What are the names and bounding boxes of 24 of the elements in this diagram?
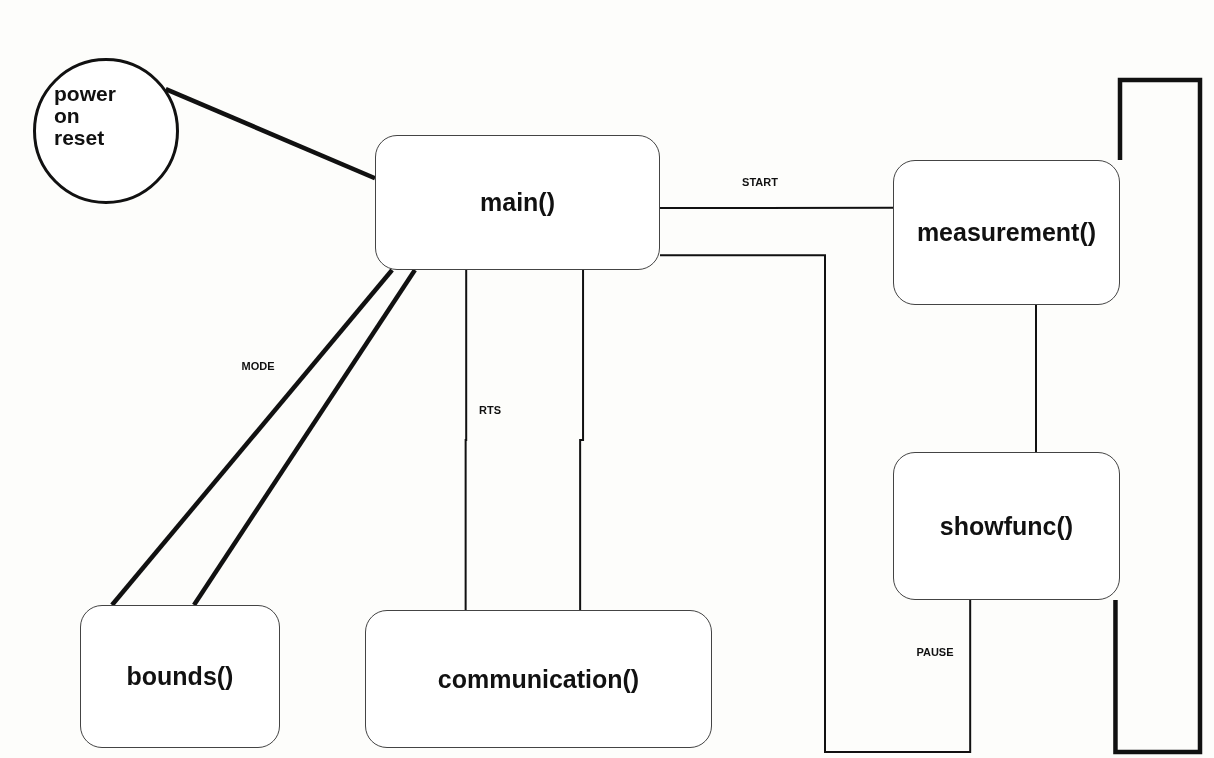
connector-line <box>659 254 972 753</box>
connector-line <box>1035 304 1037 453</box>
connector-line <box>464 269 468 611</box>
function-box <box>375 135 660 270</box>
node-label: bounds() <box>126 663 234 690</box>
connector-line <box>192 268 417 607</box>
function-box <box>893 452 1120 600</box>
connector-line <box>164 87 376 181</box>
edge-label: RTS <box>477 403 503 417</box>
function-box <box>893 160 1120 305</box>
connector-line <box>1113 77 1203 755</box>
connector-line <box>659 206 894 209</box>
connector-line <box>579 269 585 611</box>
node-label: communication() <box>437 665 640 693</box>
connector-line <box>110 268 394 607</box>
node-label: power on reset <box>54 82 117 150</box>
edge-label: PAUSE <box>914 645 956 659</box>
edge-label: START <box>740 175 780 189</box>
function-box <box>365 610 712 748</box>
edge-label: MODE <box>239 359 277 373</box>
function-box <box>80 605 280 748</box>
node-label: measurement() <box>916 219 1097 246</box>
node-label: showfunc() <box>939 512 1074 540</box>
node-label: main() <box>480 189 555 216</box>
